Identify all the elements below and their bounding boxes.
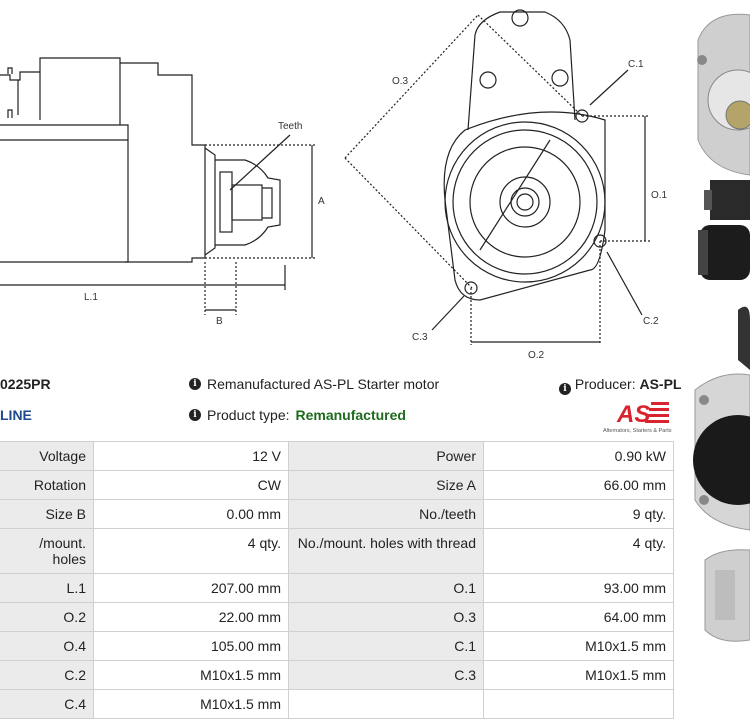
- spec-value: 207.00 mm: [93, 573, 289, 603]
- spec-value: 93.00 mm: [483, 573, 674, 603]
- spec-label: Size B: [0, 499, 94, 529]
- dimension-a-label: A: [318, 196, 325, 207]
- spec-label: C.2: [0, 660, 94, 690]
- spec-label: C.3: [288, 660, 484, 690]
- teeth-label: Teeth: [278, 121, 302, 132]
- spec-label: Rotation: [0, 470, 94, 500]
- spec-label: [288, 689, 484, 719]
- dimension-c3-label: C.3: [412, 332, 428, 343]
- spec-value: M10x1.5 mm: [93, 660, 289, 690]
- photo-side-view: [698, 180, 750, 280]
- spec-label: No./teeth: [288, 499, 484, 529]
- info-icon: i: [559, 383, 571, 395]
- spec-value: 105.00 mm: [93, 631, 289, 661]
- spec-label: O.1: [288, 573, 484, 603]
- spec-value: 0.00 mm: [93, 499, 289, 529]
- producer-label: Producer:: [574, 376, 636, 392]
- spec-label: O.3: [288, 602, 484, 632]
- spec-label: L.1: [0, 573, 94, 603]
- logo-text: AS: [616, 401, 650, 428]
- producer-info: i Producer: AS-PL: [559, 376, 682, 395]
- spec-value: M10x1.5 mm: [93, 689, 289, 719]
- spec-label: O.2: [0, 602, 94, 632]
- spec-label: Voltage: [0, 441, 94, 471]
- spec-label: Power: [288, 441, 484, 471]
- product-type-value: Remanufactured: [295, 407, 406, 423]
- spec-value: 22.00 mm: [93, 602, 289, 632]
- logo-subtext: Alternators, Starters & Parts: [603, 428, 672, 434]
- dimension-c2-label: C.2: [643, 316, 659, 327]
- dimension-o2-label: O.2: [528, 350, 545, 361]
- spec-label: C.4: [0, 689, 94, 719]
- product-summary: i Remanufactured AS-PL Starter motor i P…: [189, 376, 439, 438]
- spec-value: M10x1.5 mm: [483, 631, 674, 661]
- part-number: 0225PR: [0, 376, 51, 392]
- dimension-b-label: B: [216, 316, 223, 327]
- spec-label: O.4: [0, 631, 94, 661]
- spec-value: 12 V: [93, 441, 289, 471]
- info-icon: i: [189, 378, 201, 390]
- photo-angle-view: [704, 549, 750, 642]
- dimension-o1-label: O.1: [651, 190, 668, 201]
- spec-value: 64.00 mm: [483, 602, 674, 632]
- side-view: [0, 57, 315, 315]
- front-view: [344, 9, 650, 345]
- spec-label: C.1: [288, 631, 484, 661]
- dimension-c1-label: C.1: [628, 59, 644, 70]
- product-type-row: i Product type: Remanufactured: [189, 407, 439, 438]
- dimension-l1-label: L.1: [84, 292, 98, 303]
- product-description: Remanufactured AS-PL Starter motor: [207, 376, 440, 392]
- spec-label: Size A: [288, 470, 484, 500]
- product-type-label: Product type:: [207, 407, 290, 423]
- technical-drawing: Teeth A B L.1 O.3 C.1 O.1 C.2: [0, 9, 668, 361]
- spec-label: No./mount. holes with thread: [288, 528, 484, 574]
- product-photos[interactable]: [690, 0, 750, 720]
- spec-value: 0.90 kW: [483, 441, 674, 471]
- spec-value: [483, 689, 674, 719]
- spec-label: /mount. holes: [0, 528, 94, 574]
- description-row: i Remanufactured AS-PL Starter motor: [189, 376, 439, 407]
- photo-rear-view: [693, 306, 750, 531]
- producer-value: AS-PL: [639, 376, 682, 392]
- spec-value: 4 qty.: [93, 528, 289, 574]
- spec-value: M10x1.5 mm: [483, 660, 674, 690]
- spec-value: 9 qty.: [483, 499, 674, 529]
- spec-value: 4 qty.: [483, 528, 674, 574]
- product-line[interactable]: LINE: [0, 407, 32, 423]
- spec-value: CW: [93, 470, 289, 500]
- photo-front-view: [697, 13, 750, 176]
- info-icon: i: [189, 409, 201, 421]
- dimension-o3-label: O.3: [392, 76, 409, 87]
- spec-value: 66.00 mm: [483, 470, 674, 500]
- as-pl-logo[interactable]: AS Alternators, Starters & Parts: [603, 400, 683, 436]
